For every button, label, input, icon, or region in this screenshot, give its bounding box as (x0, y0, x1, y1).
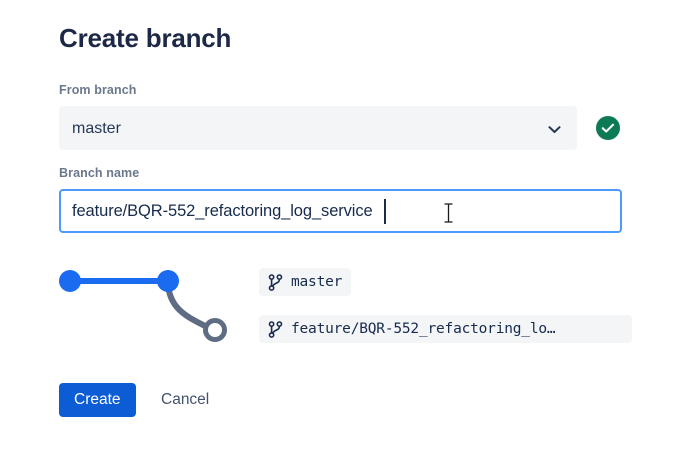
branch-chip-label: feature/BQR-552_refactoring_lo… (291, 321, 556, 337)
create-button[interactable]: Create (59, 383, 136, 417)
from-branch-select[interactable]: master (59, 106, 577, 150)
branch-chip-master: master (259, 268, 352, 296)
from-branch-row: master (59, 106, 620, 150)
git-branch-icon (268, 320, 283, 338)
branch-name-input[interactable] (59, 189, 622, 233)
check-circle-icon (596, 116, 620, 140)
text-caret (384, 199, 386, 224)
from-branch-label: From branch (59, 83, 137, 97)
cancel-button[interactable]: Cancel (153, 383, 217, 417)
from-branch-selected-value: master (72, 120, 121, 137)
branch-name-label: Branch name (59, 166, 140, 180)
chevron-down-icon[interactable] (546, 121, 563, 138)
branch-chip-feature: feature/BQR-552_refactoring_lo… (259, 315, 632, 343)
git-branch-icon (268, 273, 283, 291)
mouse-cursor-ibeam-icon (443, 203, 454, 223)
branch-graph (50, 258, 240, 350)
page-title: Create branch (59, 23, 232, 53)
branch-chip-label: master (291, 274, 343, 290)
